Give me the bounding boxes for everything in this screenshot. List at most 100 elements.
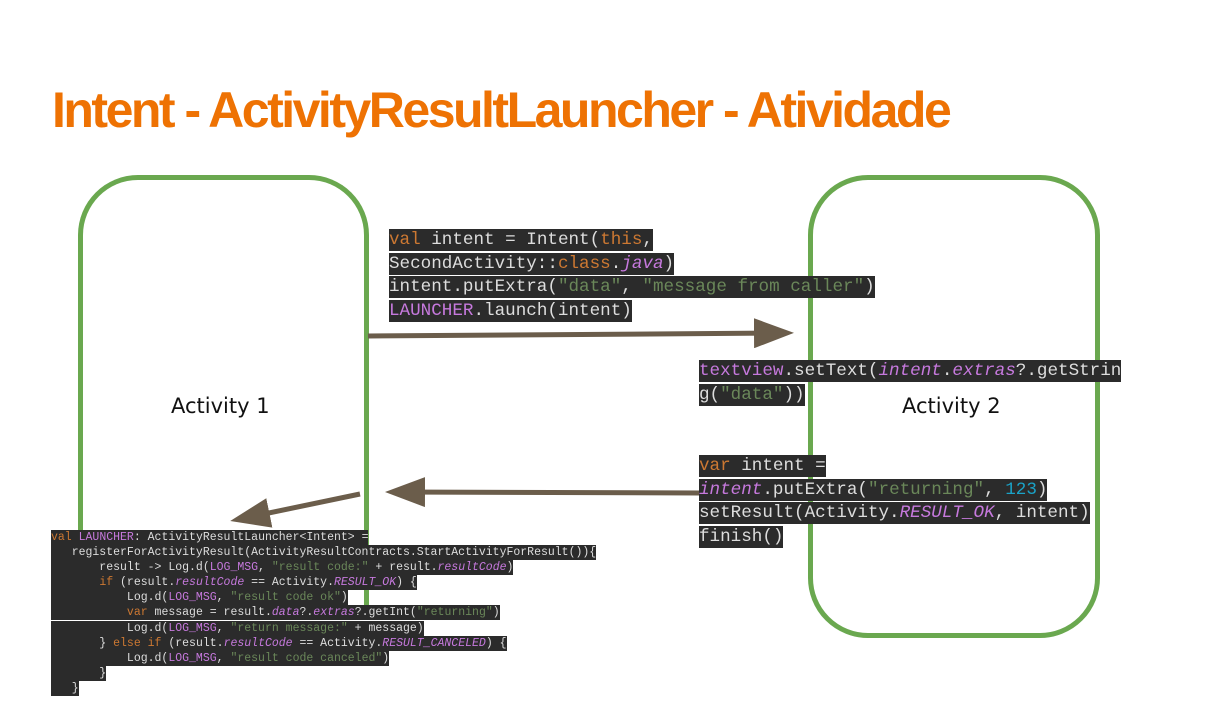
code-token: .setText( [783,361,879,381]
code-line: val intent = Intent(this, [389,229,875,253]
code-token: LAUNCHER [78,531,134,544]
code-token: if [99,576,114,590]
code-token: extras [313,606,355,620]
code-line: var message = result.data?.extras?.getIn… [51,605,596,621]
code-token: LOG_MSG [168,621,217,635]
code-token: . [941,361,953,381]
code-token: intent [699,479,763,500]
activity-1-label: Activity 1 [171,394,270,418]
code-token: (result. [161,636,224,650]
code-token: } [51,666,107,680]
code-token: resultCode [437,561,507,575]
code-token: .putExtra( [762,479,868,500]
code-token: ?.getInt( [354,606,417,620]
code-token: message = result. [147,606,272,620]
launcher-code-block: val LAUNCHER: ActivityResultLauncher<Int… [51,530,597,696]
code-token: . [610,253,622,274]
code-token: ) [1036,479,1048,500]
code-token: class [557,253,611,274]
code-token: var [699,456,731,476]
code-line: result -> Log.d(LOG_MSG, "result code:" … [51,560,596,576]
code-line: setResult(Activity.RESULT_OK, intent) [699,502,1090,526]
code-line: } else if (result.resultCode == Activity… [51,635,596,651]
result-arrow [230,491,361,528]
code-token: SecondActivity:: [389,253,558,274]
code-token: finish() [699,526,784,547]
code-token [51,606,127,619]
code-token: + result. [368,561,438,575]
code-line: textview.setText(intent.extras?.getStrin [699,360,1122,384]
code-token: : ActivityResultLauncher<Intent> = [133,531,369,544]
code-token: ) [864,277,875,297]
code-token: "result code canceled" [230,651,383,665]
activity-2-phone-outline [808,175,1100,638]
code-token: Log.d( [51,621,169,635]
code-line: var intent = [699,455,1090,479]
code-token: ) { [396,576,417,590]
code-token: , [258,561,272,575]
code-token: this [600,230,643,250]
code-line: intent.putExtra("data", "message from ca… [389,276,875,300]
code-token: result -> Log.d( [51,561,210,575]
code-line: if (result.resultCode == Activity.RESULT… [51,575,596,591]
code-token: RESULT_OK [899,503,995,523]
code-token: (result. [113,576,176,590]
code-token: , [216,651,231,665]
code-token: .launch(intent) [473,300,632,321]
code-token [72,531,79,544]
launch-arrow [367,318,794,349]
code-token: , [621,277,643,297]
code-token: LAUNCHER [389,300,474,321]
code-line: } [51,665,596,681]
code-token: intent.putExtra( [389,277,558,297]
code-token: "returning" [867,479,985,500]
code-token: , [216,621,231,635]
return-arrow [385,477,701,508]
code-token: RESULT_OK [333,576,397,590]
code-token: intent [878,361,942,381]
code-token: == Activity. [292,636,383,650]
code-token: ) { [485,636,507,650]
code-token: resultCode [223,636,293,650]
code-token: "returning" [416,606,493,620]
code-token: } [51,681,79,695]
code-token: + message) [347,621,424,635]
code-token: else if [113,636,162,650]
code-token: "data" [557,277,622,297]
code-token: LOG_MSG [209,561,259,575]
code-token: ?.getStrin [1015,361,1122,381]
slide-title: Intent - ActivityResultLauncher - Ativid… [52,82,952,138]
settext-code-block: textview.setText(intent.extras?.getStrin… [699,360,1122,408]
code-token: ) [663,253,675,274]
code-token: )) [783,384,805,405]
code-token: registerForActivityResult(ActivityResult… [51,546,597,560]
code-token: , [216,591,231,605]
code-token: Log.d( [51,591,169,605]
code-token: ?. [299,606,314,620]
code-line: LAUNCHER.launch(intent) [389,299,875,324]
code-token: ) [340,591,348,605]
code-token [51,576,99,589]
code-token: LOG_MSG [168,591,217,605]
code-line: Log.d(LOG_MSG, "return message:" + messa… [51,620,596,636]
code-line: intent.putExtra("returning", 123) [699,478,1090,503]
code-token: g( [699,384,721,405]
code-token: "result code:" [271,561,369,575]
code-token: val [389,230,421,250]
code-line: } [51,680,596,696]
code-token: RESULT_CANCELED [382,636,486,650]
code-line: SecondActivity::class.java) [389,252,875,277]
code-token: "message from caller" [642,277,865,297]
code-token: extras [952,361,1016,381]
code-token: } [51,636,114,650]
code-token: resultCode [175,576,245,590]
code-token: var [126,606,148,620]
code-token: "result code ok" [230,591,341,605]
code-line: g("data")) [699,383,1121,408]
code-token: "data" [720,384,784,405]
code-token: 123 [1005,479,1037,500]
activity-2-label: Activity 2 [902,394,1001,418]
code-line: val LAUNCHER: ActivityResultLauncher<Int… [51,530,596,545]
code-token: intent = Intent( [420,230,601,250]
